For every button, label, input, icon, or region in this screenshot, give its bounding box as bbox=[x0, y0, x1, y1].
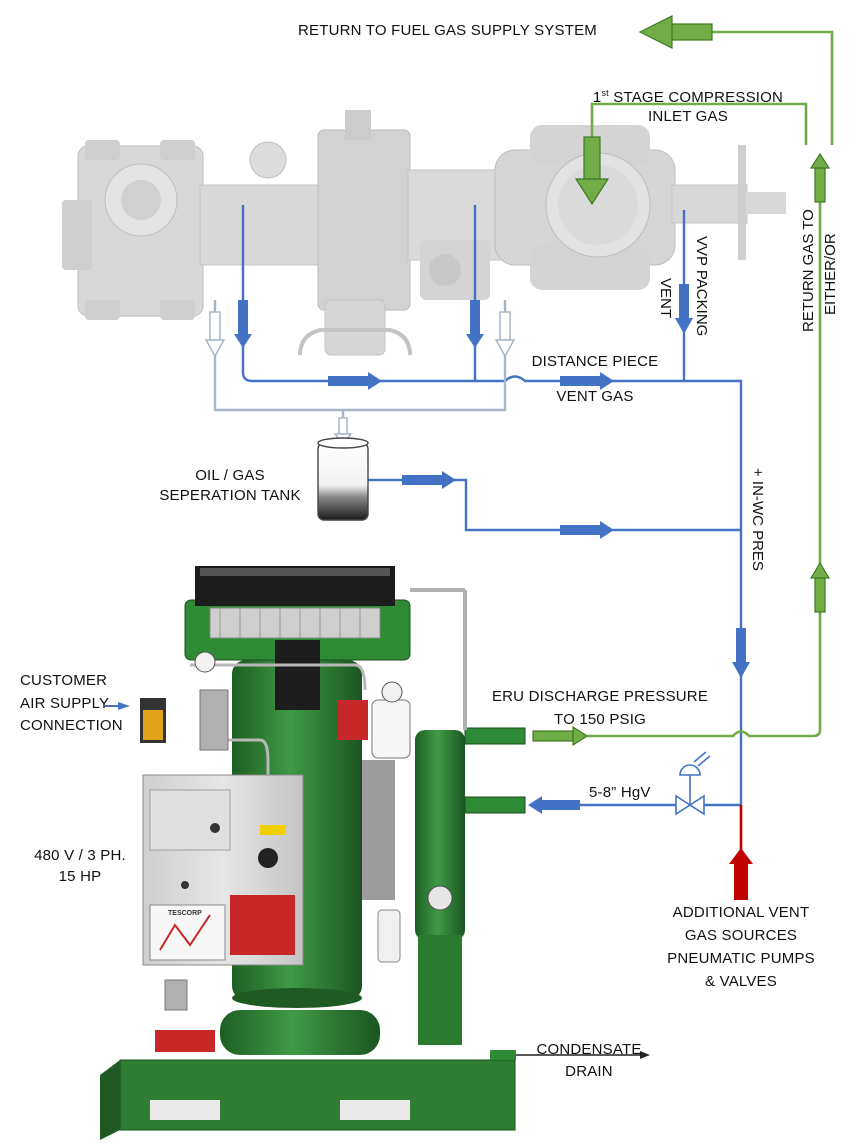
oil-gas-line2: SEPERATION TANK bbox=[159, 487, 301, 504]
distance-piece-line2: VENT GAS bbox=[556, 388, 634, 405]
customer-air-line1: CUSTOMER bbox=[20, 672, 108, 689]
return-gas-arrows bbox=[532, 15, 831, 747]
eru-discharge-line2: TO 150 PSIG bbox=[554, 711, 646, 728]
vvp-line1: VVP PACKING bbox=[693, 236, 710, 337]
return-gas-line1: RETURN GAS TO bbox=[800, 209, 817, 332]
first-stage-line1-post: STAGE COMPRESSION bbox=[608, 89, 784, 106]
additional-line1: ADDITIONAL VENT bbox=[672, 904, 810, 921]
first-stage-label: 1st STAGE COMPRESSION bbox=[588, 84, 788, 107]
first-stage-line1-sup: st bbox=[601, 88, 609, 98]
first-stage-line2: INLET GAS bbox=[648, 108, 728, 125]
vent-gas-arrows bbox=[118, 284, 750, 814]
return-gas-line2: EITHER/OR bbox=[822, 233, 839, 315]
power-line2: 15 HP bbox=[58, 868, 102, 885]
vapor-recovery-unit-icon bbox=[100, 566, 650, 1140]
compressor bbox=[62, 110, 786, 356]
condensate-line2: DRAIN bbox=[565, 1063, 613, 1080]
vacuum-label: 5-8” HgV bbox=[589, 784, 651, 801]
eru-discharge-line1: ERU DISCHARGE PRESSURE bbox=[491, 688, 709, 705]
in-wc-pres-label: + IN-WC PRES bbox=[749, 468, 766, 571]
panel-brand: TESCORP bbox=[168, 910, 202, 917]
first-stage-line1-pre: 1 bbox=[592, 89, 602, 106]
customer-air-line3: CONNECTION bbox=[20, 717, 123, 734]
additional-vent-source bbox=[729, 805, 753, 900]
return-to-supply-label: RETURN TO FUEL GAS SUPPLY SYSTEM bbox=[298, 22, 597, 39]
separation-tank-icon bbox=[317, 437, 369, 521]
additional-line2: GAS SOURCES bbox=[684, 927, 798, 944]
collector-arrows bbox=[204, 311, 516, 446]
return-gas-piping bbox=[585, 30, 834, 738]
customer-air-line2: AIR SUPPLY bbox=[20, 695, 110, 712]
control-valve-icon bbox=[675, 751, 711, 816]
power-line1: 480 V / 3 PH. bbox=[34, 847, 126, 864]
condensate-line1: CONDENSATE bbox=[536, 1041, 642, 1058]
additional-line4: & VALVES bbox=[705, 973, 777, 990]
additional-line3: PNEUMATIC PUMPS bbox=[667, 950, 815, 967]
distance-piece-line1: DISTANCE PIECE bbox=[531, 353, 659, 370]
vvp-line2: VENT bbox=[657, 278, 674, 319]
oil-gas-line1: OIL / GAS bbox=[195, 467, 265, 484]
